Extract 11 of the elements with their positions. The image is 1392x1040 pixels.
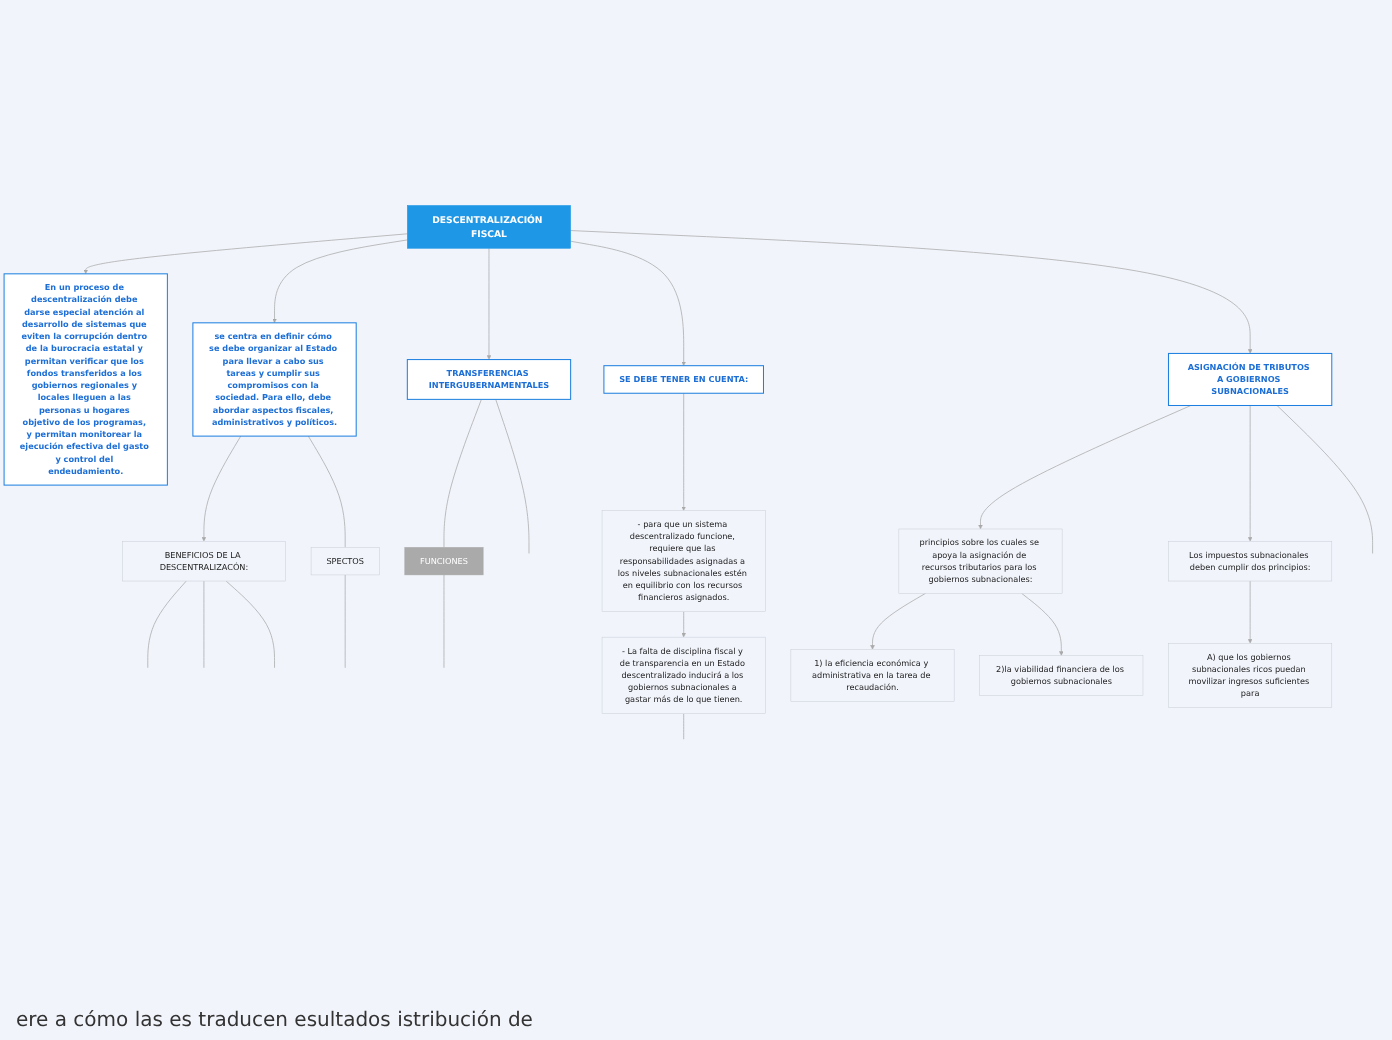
connector bbox=[225, 580, 275, 669]
connector bbox=[683, 713, 685, 740]
note-text: ere a cómo las es traducen esultados istribución de bbox=[16, 1010, 533, 1032]
connector bbox=[307, 435, 346, 548]
connector bbox=[147, 580, 187, 669]
connector bbox=[344, 574, 346, 669]
connector bbox=[443, 574, 445, 669]
connector bbox=[203, 580, 205, 669]
connector bbox=[1276, 405, 1373, 554]
connector bbox=[443, 399, 482, 548]
connector bbox=[495, 399, 530, 554]
